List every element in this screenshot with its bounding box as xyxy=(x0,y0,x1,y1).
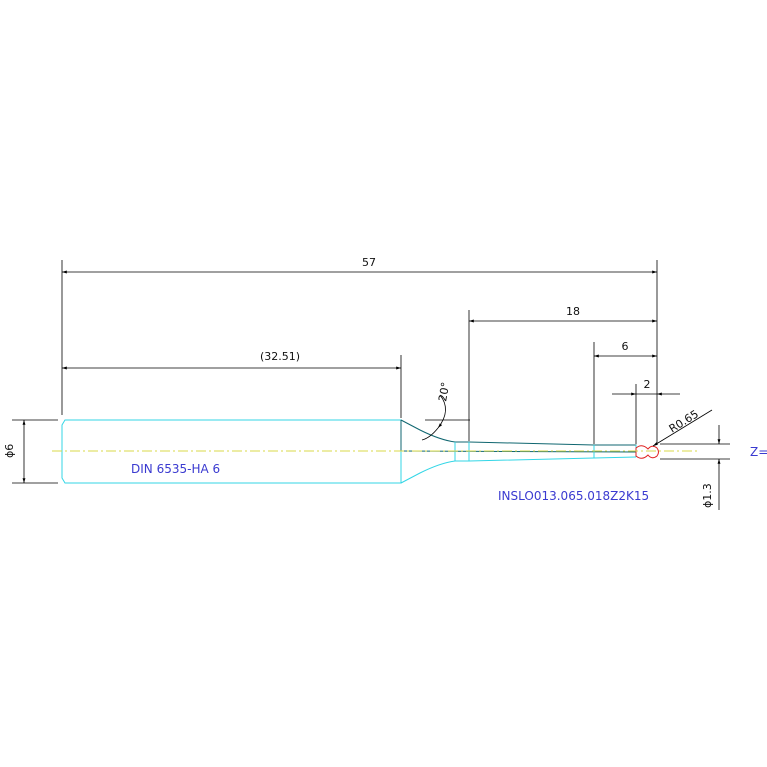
dim-reach-length-label: 6 xyxy=(622,340,629,353)
ball-tip xyxy=(635,445,659,459)
dim-tip-diameter: ϕ1.3 xyxy=(660,425,730,510)
dim-neck-length-label: 18 xyxy=(566,305,580,318)
taper-bottom xyxy=(400,456,637,484)
flutes-label: Z=2 xyxy=(750,445,767,459)
dim-reach-length: 6 xyxy=(593,340,657,444)
dim-cut-length: 2 xyxy=(612,378,680,444)
dim-shank-diameter: ϕ6 xyxy=(3,419,58,484)
dim-radius-label: R0.65 xyxy=(667,407,701,435)
dim-taper-angle: 20° xyxy=(421,381,470,441)
dim-shank-length-label: (32.51) xyxy=(260,350,300,363)
tool-outline xyxy=(61,419,659,484)
dim-tip-diameter-label: ϕ1.3 xyxy=(701,483,714,508)
shank-outline xyxy=(61,419,402,484)
dim-cut-length-label: 2 xyxy=(644,378,651,391)
dim-shank-length: (32.51) xyxy=(62,350,402,418)
dim-neck-length: 18 xyxy=(468,305,657,441)
shank-standard-label: DIN 6535-HA 6 xyxy=(131,462,220,476)
dim-overall-length: 57 xyxy=(61,256,658,445)
dim-taper-angle-label: 20° xyxy=(436,381,452,402)
part-number-label: INSLO013.065.018Z2K15 xyxy=(498,489,649,503)
neck-inner-line xyxy=(400,450,637,453)
taper-top xyxy=(400,419,637,449)
dim-radius: R0.65 xyxy=(652,407,713,447)
dim-overall-length-label: 57 xyxy=(362,256,376,269)
dim-shank-diameter-label: ϕ6 xyxy=(3,444,16,458)
